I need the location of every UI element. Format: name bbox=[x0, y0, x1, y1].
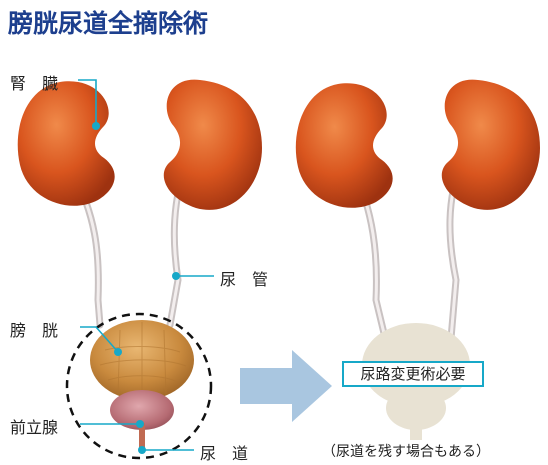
removed-prostate-ghost bbox=[386, 386, 446, 430]
kidney-right-1 bbox=[295, 83, 393, 208]
label-ureter: 尿 管 bbox=[220, 270, 269, 289]
label-kidney: 腎 臓 bbox=[10, 74, 59, 93]
removed-urethra-ghost bbox=[410, 420, 422, 440]
label-prostate: 前立腺 bbox=[10, 418, 59, 437]
kidney-leader bbox=[78, 79, 97, 126]
removal-circle bbox=[65, 312, 213, 460]
bladder-leader bbox=[80, 326, 119, 353]
right-arrow-icon bbox=[240, 350, 332, 422]
kidney-left-1 bbox=[17, 81, 115, 206]
label-bladder: 膀 胱 bbox=[10, 321, 59, 340]
kidney-right-2 bbox=[441, 79, 540, 210]
page-title: 膀胱尿道全摘除術 bbox=[8, 9, 209, 38]
prostate bbox=[110, 390, 174, 430]
kidney-left-2 bbox=[163, 79, 262, 210]
urinary-diversion-box: 尿路変更術必要 bbox=[342, 361, 484, 387]
label-urethra: 尿 道 bbox=[200, 444, 249, 463]
urethra-note: （尿道を残す場合もある） bbox=[322, 444, 490, 460]
